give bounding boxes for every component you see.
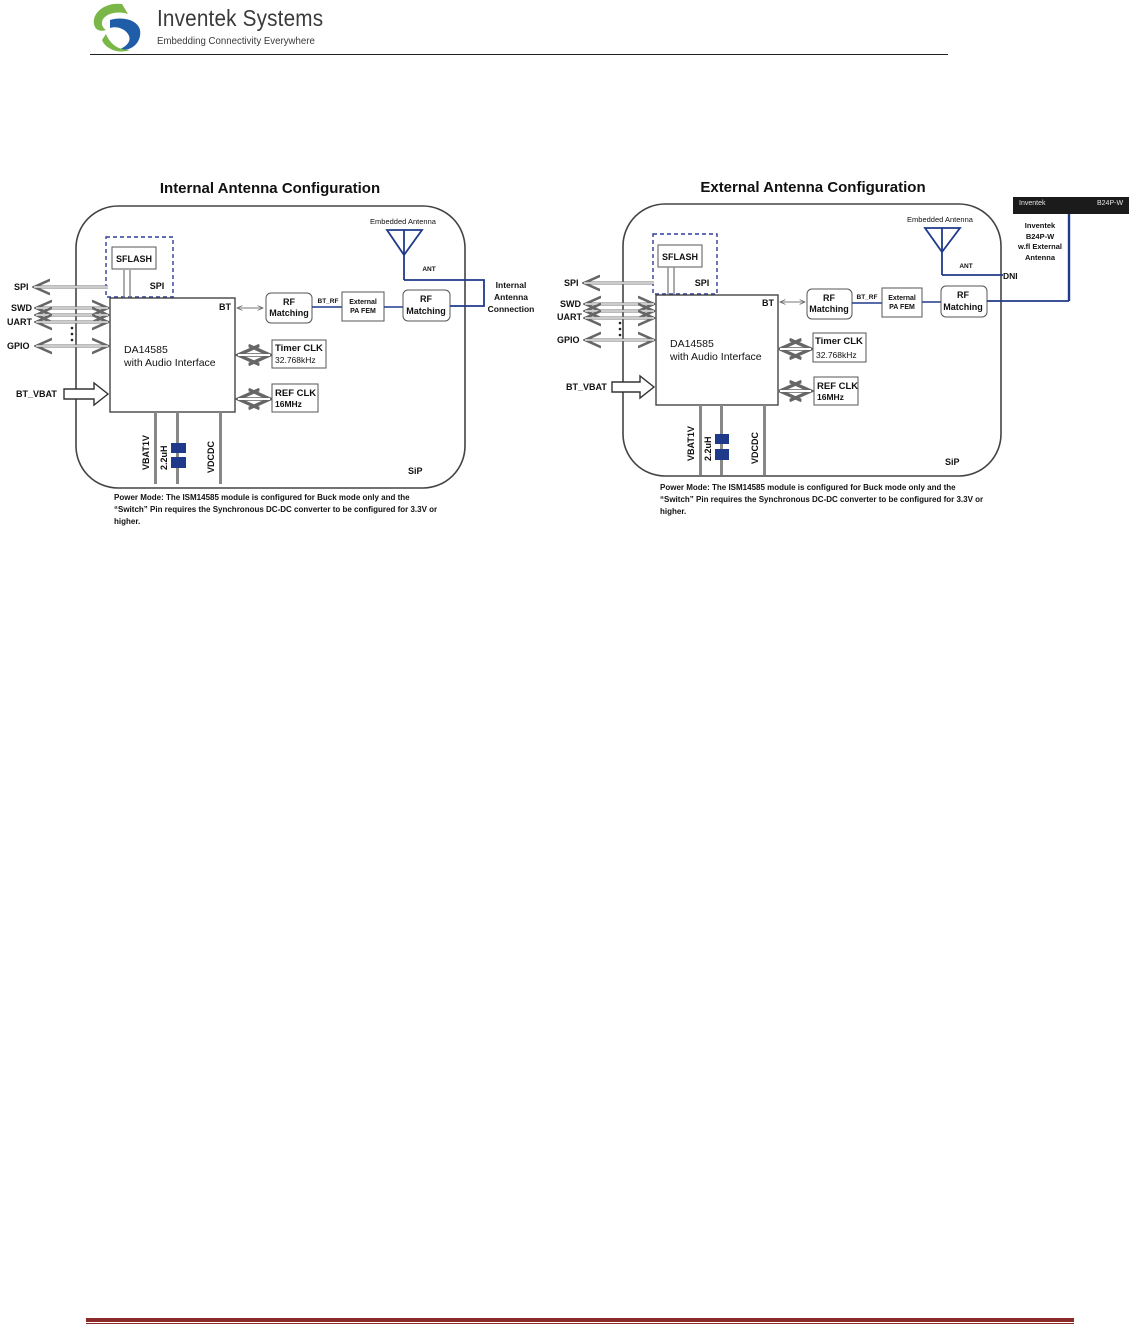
svg-text:RF: RF	[823, 293, 835, 303]
external-label-uart: UART	[557, 312, 582, 322]
company-tagline: Embedding Connectivity Everywhere	[157, 35, 315, 47]
svg-text:REF CLK: REF CLK	[817, 381, 858, 392]
company-name: Inventek Systems	[157, 5, 324, 31]
external-label-bt-vbat: BT_VBAT	[566, 382, 607, 392]
svg-text:Matching: Matching	[809, 304, 849, 314]
internal-ant: ANT	[422, 266, 435, 273]
svg-text:RF: RF	[957, 290, 969, 300]
external-label-gpio: GPIO	[557, 335, 580, 345]
external-chip	[655, 294, 779, 406]
internal-label-spi: SPI	[14, 282, 29, 292]
external-embedded-antenna: Embedded Antenna	[907, 215, 974, 224]
external-bt-rf: BT_RF	[857, 294, 878, 301]
svg-text:PA FEM: PA FEM	[889, 304, 915, 311]
internal-label-gpio: GPIO	[7, 341, 30, 351]
internal-inductor: 2.2uH	[159, 445, 169, 470]
internal-chip-desc: with Audio Interface	[123, 357, 216, 369]
external-sip: SiP	[945, 457, 960, 467]
svg-text:REF CLK: REF CLK	[275, 388, 316, 399]
strap-model: B24P-W	[1097, 200, 1124, 207]
external-label-spi: SPI	[564, 278, 579, 288]
internal-label-swd: SWD	[11, 303, 32, 313]
external-sflash: SFLASH	[662, 252, 698, 262]
antenna-configuration-diagrams: Internal Antenna Configuration SFLASH SP…	[7, 179, 1071, 526]
svg-text:“Switch” Pin requires the Sync: “Switch” Pin requires the Synchronous DC…	[114, 505, 437, 514]
strap-brand: Inventek	[1019, 200, 1046, 207]
external-title: External Antenna Configuration	[700, 179, 925, 196]
svg-text:32.768kHz: 32.768kHz	[816, 350, 857, 360]
svg-text:Matching: Matching	[406, 306, 446, 316]
svg-text:“Switch” Pin requires the Sync: “Switch” Pin requires the Synchronous DC…	[660, 495, 983, 504]
svg-text:Power Mode: The ISM14585 modul: Power Mode: The ISM14585 module is confi…	[114, 493, 410, 502]
internal-spi-inner: SPI	[150, 281, 165, 291]
external-label-swd: SWD	[560, 299, 581, 309]
svg-text:External: External	[888, 295, 916, 302]
external-dni: DNI	[1003, 271, 1018, 281]
internal-bt-rf: BT_RF	[318, 298, 339, 305]
internal-label-uart: UART	[7, 317, 32, 327]
internal-antenna-configuration: Internal Antenna Configuration SFLASH SP…	[7, 180, 534, 526]
svg-text:higher.: higher.	[114, 517, 140, 526]
external-vdcdc: VDCDC	[750, 431, 760, 464]
internal-vbat1v: VBAT1V	[141, 435, 151, 470]
external-inductor: 2.2uH	[703, 436, 713, 461]
svg-text:higher.: higher.	[660, 507, 686, 516]
internal-embedded-antenna: Embedded Antenna	[370, 217, 437, 226]
external-chip-name: DA14585	[670, 338, 714, 350]
external-antenna-note: Inventek B24P-W w.fl External Antenna	[1018, 221, 1062, 262]
svg-text:Antenna: Antenna	[494, 292, 528, 302]
svg-text:Timer CLK: Timer CLK	[815, 336, 863, 347]
svg-text:PA FEM: PA FEM	[350, 308, 376, 315]
external-chip-desc: with Audio Interface	[669, 351, 762, 363]
external-spi-inner: SPI	[695, 278, 710, 288]
svg-text:Connection: Connection	[488, 304, 535, 314]
svg-text:32.768kHz: 32.768kHz	[275, 355, 316, 365]
internal-bt: BT	[219, 302, 231, 312]
header-divider	[90, 54, 948, 55]
external-antenna-strap: Inventek B24P-W	[1013, 197, 1129, 214]
internal-chip-name: DA14585	[124, 344, 168, 356]
internal-sip: SiP	[408, 466, 423, 476]
internal-title: Internal Antenna Configuration	[160, 180, 380, 197]
internal-sflash: SFLASH	[116, 254, 152, 264]
svg-text:Matching: Matching	[269, 308, 309, 318]
inventek-logo-icon	[93, 3, 141, 52]
svg-text:Timer CLK: Timer CLK	[275, 343, 323, 354]
footer-divider	[86, 1318, 1074, 1322]
internal-label-bt-vbat: BT_VBAT	[16, 389, 57, 399]
external-bt: BT	[762, 298, 774, 308]
external-vbat1v: VBAT1V	[686, 426, 696, 461]
svg-text:RF: RF	[420, 294, 432, 304]
svg-text:16MHz: 16MHz	[817, 392, 844, 402]
svg-text:RF: RF	[283, 297, 295, 307]
external-ant: ANT	[959, 263, 972, 270]
external-antenna-configuration: External Antenna Configuration SFLASH SP…	[557, 179, 1071, 516]
svg-text:16MHz: 16MHz	[275, 399, 302, 409]
internal-chip	[109, 297, 236, 413]
svg-text:External: External	[349, 299, 377, 306]
svg-text:Matching: Matching	[943, 302, 983, 312]
svg-text:Power Mode: The ISM14585 modul: Power Mode: The ISM14585 module is confi…	[660, 483, 956, 492]
svg-text:Internal: Internal	[496, 280, 527, 290]
internal-vdcdc: VDCDC	[206, 440, 216, 473]
footer-divider-thin	[86, 1323, 1074, 1324]
